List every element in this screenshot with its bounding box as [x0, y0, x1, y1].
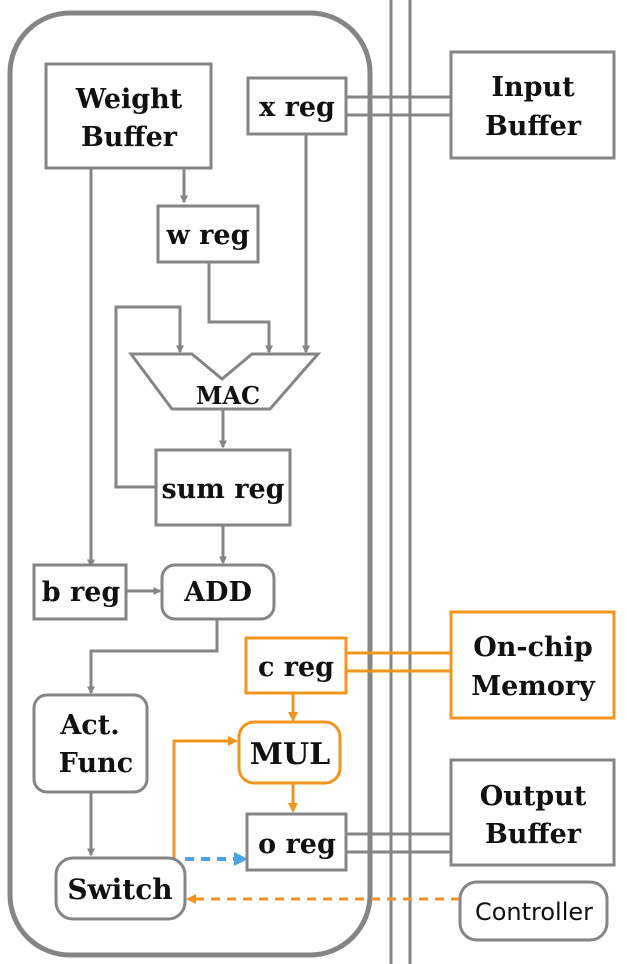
output-connection [346, 832, 451, 854]
o-reg-block: o reg [245, 812, 348, 872]
pe-container [7, 10, 373, 958]
sum-reg-label: sum reg [161, 474, 284, 505]
c-reg-label: c reg [258, 652, 334, 683]
memory-connection [346, 651, 451, 673]
switch-block: Switch [54, 856, 187, 921]
input-connection [346, 95, 451, 117]
weight-buffer-label-line2: Buffer [81, 122, 178, 153]
output-buffer-block: Output Buffer [449, 758, 616, 867]
mac-block: MAC [128, 352, 322, 411]
o-reg-label: o reg [258, 829, 336, 860]
x-reg-block: x reg [246, 76, 348, 136]
on-chip-memory-block: On-chip Memory [449, 610, 616, 720]
switch-label: Switch [67, 873, 172, 906]
input-buffer-block: Input Buffer [449, 50, 616, 160]
input-buffer-label-line1: Input [491, 72, 575, 103]
output-buffer-label-line1: Output [480, 781, 587, 812]
act-func-label-line2: Func [59, 748, 133, 779]
arrow-sumreg-feedback-to-mac [114, 305, 184, 489]
input-buffer-label-line2: Buffer [485, 111, 582, 142]
controller-block: Controller [458, 880, 609, 942]
controller-label: Controller [475, 898, 593, 926]
mul-block: MUL [237, 720, 342, 785]
sum-reg-block: sum reg [154, 448, 292, 527]
act-func-label-line1: Act. [59, 710, 119, 741]
arrow-switch-to-mul [172, 736, 238, 861]
on-chip-memory-label-line2: Memory [471, 671, 596, 702]
b-reg-label: b reg [42, 577, 121, 608]
output-buffer-label-line2: Buffer [485, 819, 582, 850]
w-reg-block: w reg [156, 204, 260, 264]
mac-label: MAC [196, 381, 260, 410]
mul-label: MUL [250, 737, 330, 772]
arrow-wreg-to-mac [207, 262, 273, 354]
act-func-block: Act. Func [32, 693, 149, 794]
add-block: ADD [160, 563, 276, 621]
weight-buffer-block: Weight Buffer [44, 62, 213, 170]
b-reg-block: b reg [32, 563, 128, 621]
on-chip-memory-label-line1: On-chip [473, 632, 593, 663]
w-reg-label: w reg [166, 220, 250, 251]
arrow-add-to-actfunc [87, 619, 219, 695]
c-reg-block: c reg [244, 636, 348, 695]
add-label: ADD [183, 577, 252, 608]
x-reg-label: x reg [259, 92, 335, 123]
weight-buffer-label-line1: Weight [75, 84, 183, 115]
